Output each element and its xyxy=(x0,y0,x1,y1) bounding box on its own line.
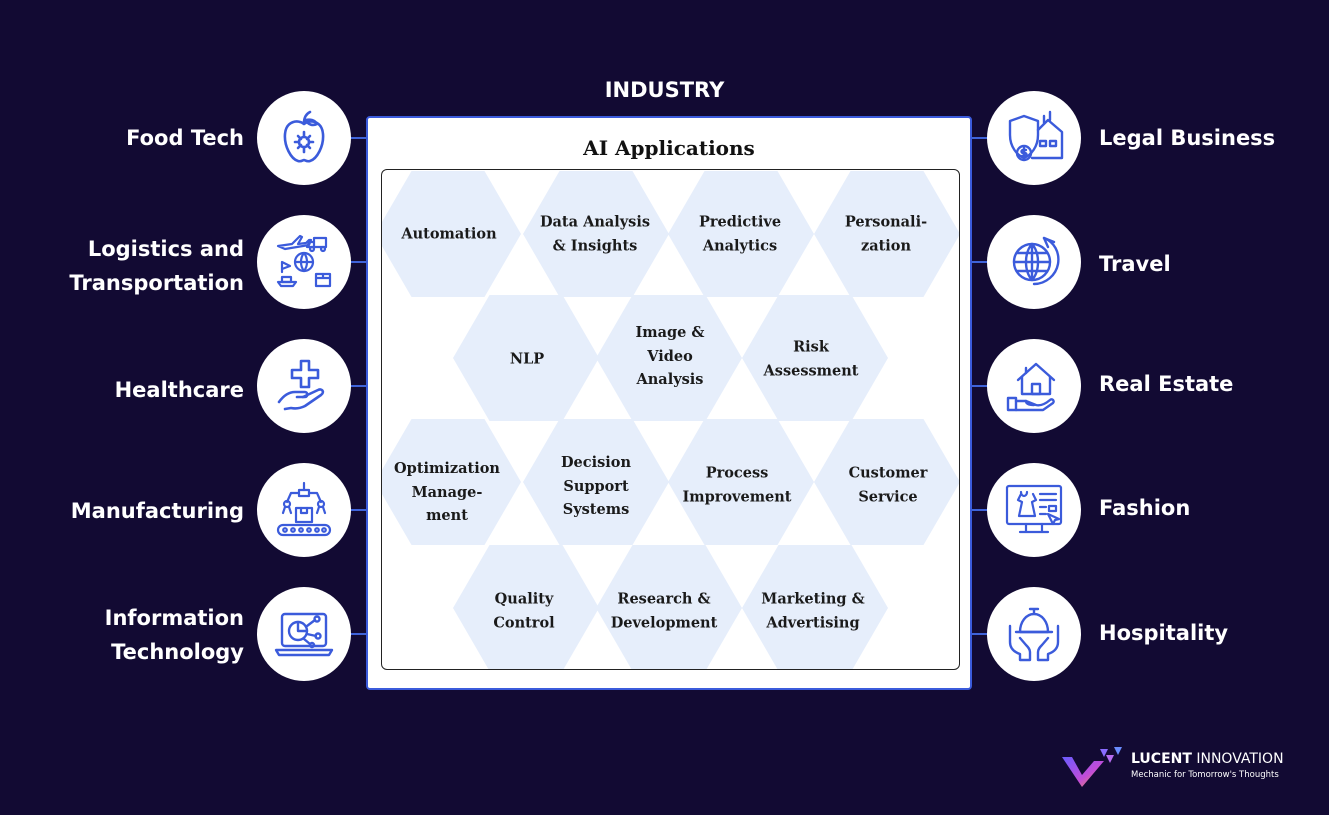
connector-line xyxy=(971,633,988,635)
industry-it: Information Technology xyxy=(104,606,244,664)
connector-line xyxy=(971,385,988,387)
app-quality-control: Quality Control xyxy=(493,590,555,632)
app-image-video-analysis: Image & Video Analysis xyxy=(635,323,705,388)
dress-monitor-icon xyxy=(987,463,1081,557)
industry-legal: Legal Business xyxy=(1099,126,1276,150)
app-marketing-advertising: Marketing & Advertising xyxy=(761,590,865,632)
laptop-chart-icon xyxy=(257,587,351,681)
app-process-improvement: Process Improvement xyxy=(682,464,792,506)
connector-line xyxy=(350,261,367,263)
brand-name: LUCENT INNOVATION xyxy=(1131,751,1284,767)
house-hand-icon xyxy=(987,339,1081,433)
industry-hospitality: Hospitality xyxy=(1099,621,1229,645)
connector-line xyxy=(350,633,367,635)
industry-healthcare: Healthcare xyxy=(114,378,244,402)
connector-line xyxy=(350,385,367,387)
connector-line xyxy=(350,509,367,511)
app-data-analysis: Data Analysis & Insights xyxy=(539,213,651,255)
shield-building-icon xyxy=(987,91,1081,185)
connector-line xyxy=(350,137,367,139)
app-customer-service: Customer Service xyxy=(848,464,928,506)
app-personalization: Personali- zation xyxy=(844,213,928,255)
app-risk-assessment: Risk Assessment xyxy=(763,338,859,380)
app-automation: Automation xyxy=(401,225,497,243)
brand-name-light: INNOVATION xyxy=(1191,751,1284,767)
lucent-logo-icon xyxy=(1062,747,1122,787)
transport-globe-icon xyxy=(257,215,351,309)
app-decision-support: Decision Support Systems xyxy=(560,453,632,518)
connector-line xyxy=(971,509,988,511)
brand-tagline: Mechanic for Tomorrow's Thoughts xyxy=(1131,770,1279,780)
industry-real-estate: Real Estate xyxy=(1099,372,1234,396)
robot-arm-conveyor-icon xyxy=(257,463,351,557)
industry-manufacturing: Manufacturing xyxy=(70,499,244,523)
apple-gear-icon xyxy=(257,91,351,185)
medical-cross-hand-icon xyxy=(257,339,351,433)
app-research-development: Research & Development xyxy=(610,590,718,632)
panel-title: AI Applications xyxy=(583,136,755,160)
industry-title: INDUSTRY xyxy=(604,78,725,102)
industry-fashion: Fashion xyxy=(1099,496,1191,520)
app-predictive-analytics: Predictive Analytics xyxy=(698,213,782,255)
brand-name-bold: LUCENT xyxy=(1131,751,1192,767)
hexagon-grid: Automation Data Analysis & Insights Pred… xyxy=(381,169,960,670)
app-optimization-management: Optimization Manage- ment xyxy=(394,459,500,524)
service-bell-hands-icon xyxy=(987,587,1081,681)
globe-icon xyxy=(987,215,1081,309)
app-nlp: NLP xyxy=(509,350,545,368)
connector-line xyxy=(971,261,988,263)
industry-travel: Travel xyxy=(1099,252,1171,276)
industry-logistics: Logistics and Transportation xyxy=(69,237,244,295)
connector-line xyxy=(971,137,988,139)
industry-food-tech: Food Tech xyxy=(126,126,244,150)
